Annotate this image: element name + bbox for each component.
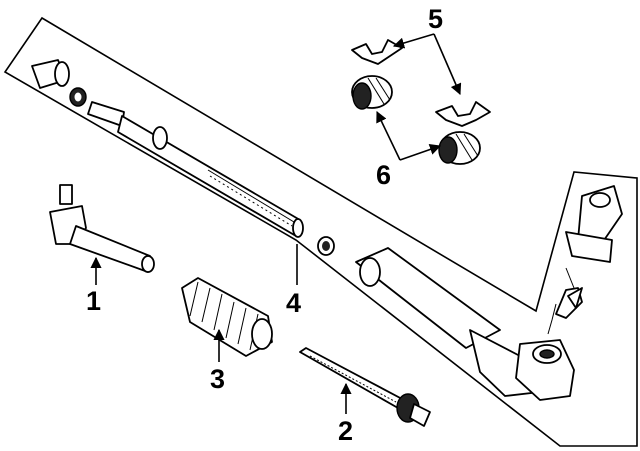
assembly-outline <box>3 16 638 447</box>
callout-4: 4 <box>286 288 301 318</box>
callout-6: 6 <box>376 160 391 190</box>
inner-tie-rod <box>299 347 431 427</box>
callout-1: 1 <box>86 286 101 316</box>
callout-2: 2 <box>338 416 353 446</box>
callout-5: 5 <box>428 4 443 34</box>
tie-rod-end <box>49 184 155 273</box>
callout-3: 3 <box>210 364 225 394</box>
leader-lines <box>90 33 462 414</box>
mount-brackets <box>351 39 491 127</box>
rack-components <box>31 59 623 401</box>
mount-bushings <box>351 75 481 165</box>
rack-boot <box>181 277 273 357</box>
